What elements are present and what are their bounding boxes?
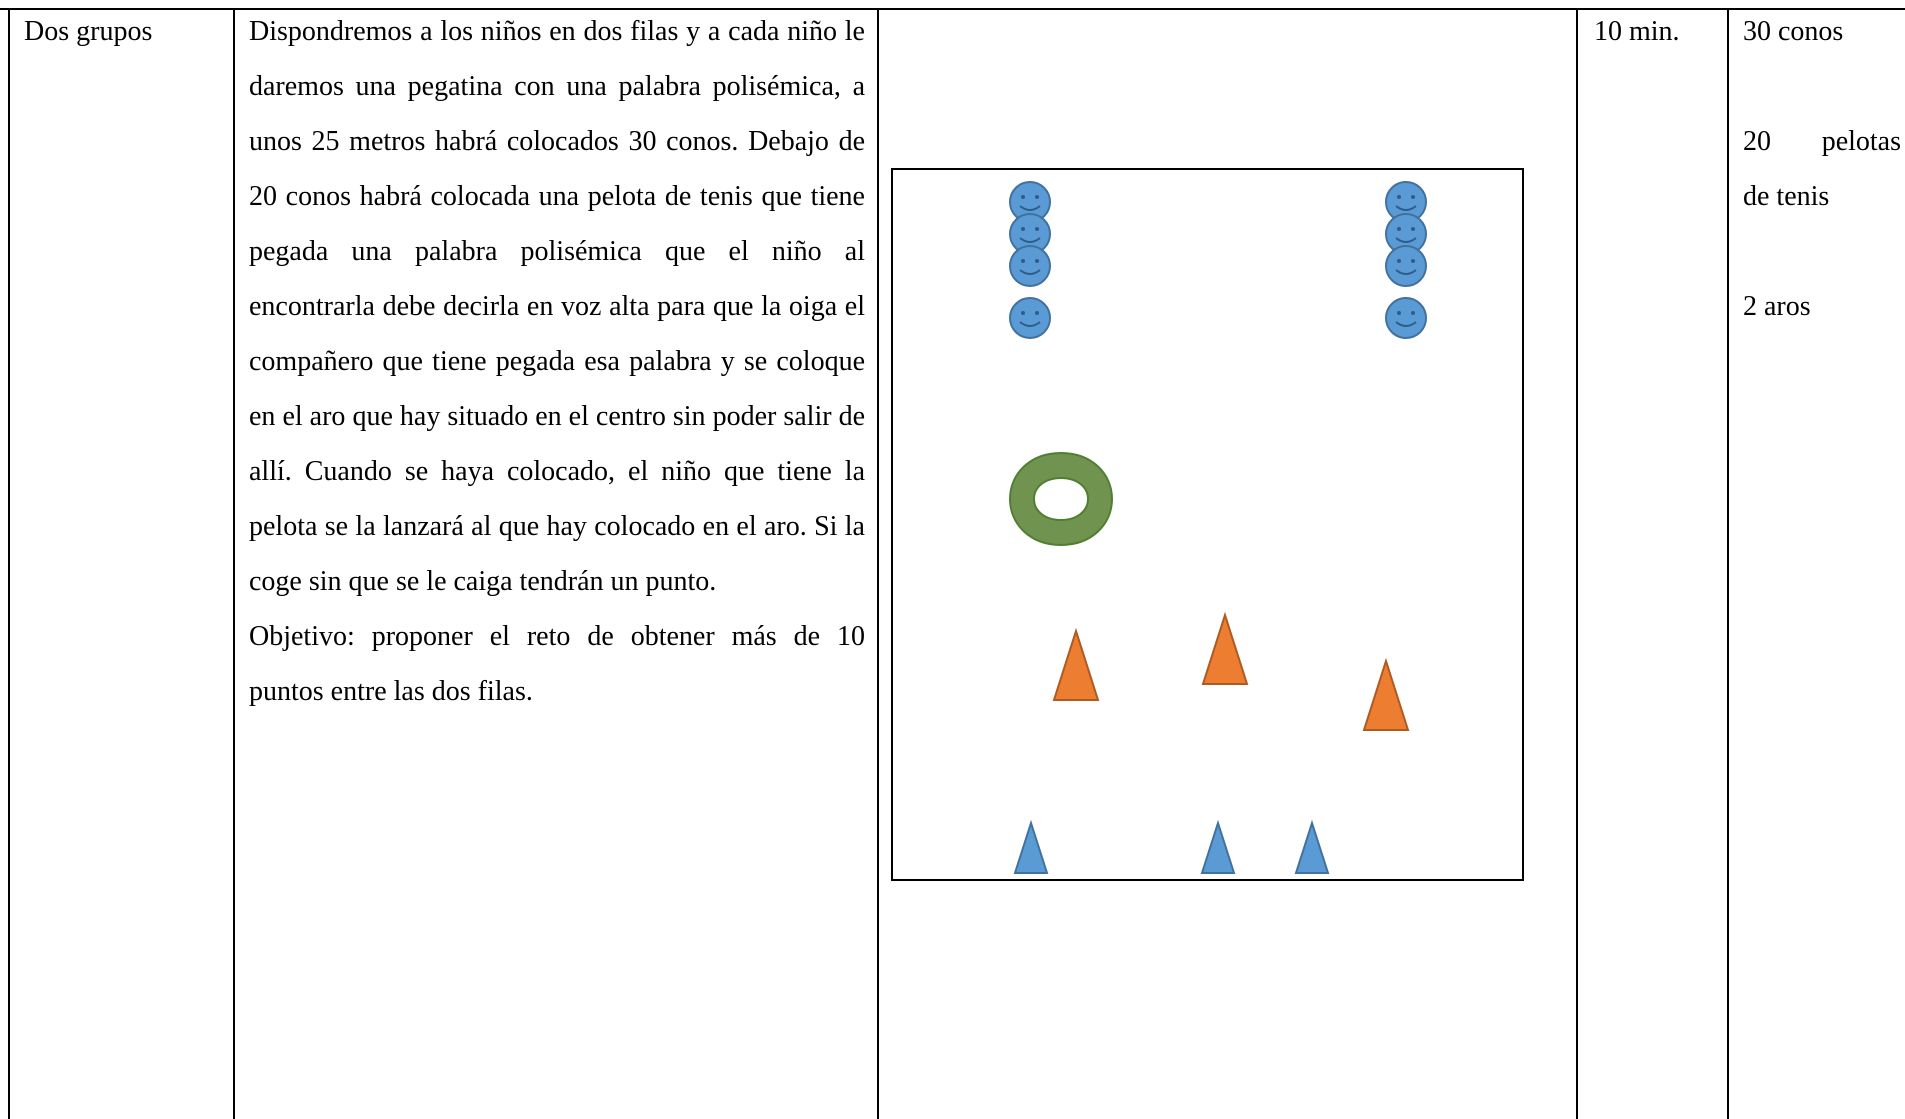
blue-cone-icon [1013,819,1049,874]
child-smiley-icon [1009,297,1051,339]
column-divider [1576,9,1578,1119]
activity-diagram [891,168,1524,881]
column-divider [877,9,879,1119]
description-cell: Dispondremos a los niños en dos filas y … [249,4,865,719]
child-smiley-icon [1009,245,1051,287]
material-cones: 30 conos [1743,16,1844,47]
orange-cone-icon [1201,611,1249,685]
table-left-border [8,9,10,1119]
child-smiley-icon [1385,213,1427,255]
group-cell: Dos grupos [24,16,153,47]
column-divider [1727,9,1729,1119]
child-smiley-icon [1009,213,1051,255]
material-hoops: 2 aros [1743,291,1811,322]
blue-cone-icon [1294,819,1330,874]
material-balls-word: pelotas [1821,126,1901,157]
child-smiley-icon [1385,245,1427,287]
description-paragraph: Dispondremos a los niños en dos filas y … [249,16,865,597]
child-smiley-icon [1385,297,1427,339]
orange-cone-icon [1052,627,1100,701]
time-cell: 10 min. [1594,16,1680,47]
material-balls-rest: de tenis [1743,181,1830,212]
hoop-icon [1008,451,1114,547]
material-balls-line: 20 pelotas [1743,114,1901,169]
column-divider [233,9,235,1119]
objective-paragraph: Objetivo: proponer el reto de obtener má… [249,621,865,707]
material-balls-count: 20 [1743,126,1771,157]
child-smiley-icon [1385,181,1427,223]
materials-cell: 30 conos 20 pelotas de tenis 2 aros [1743,4,1905,334]
orange-cone-icon [1362,657,1410,731]
table-top-border [0,8,1905,10]
blue-cone-icon [1200,819,1236,874]
